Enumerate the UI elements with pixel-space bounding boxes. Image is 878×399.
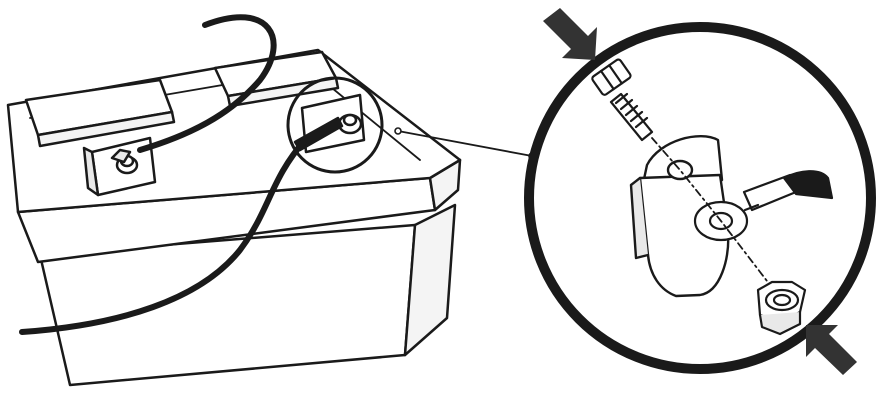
- bracket-hole: [668, 161, 692, 179]
- leader-dot-start: [395, 128, 401, 134]
- arrow-down-right-icon: [543, 8, 597, 60]
- arrow-up-left-icon: [806, 325, 857, 375]
- battery: [8, 50, 460, 385]
- nut: [758, 282, 805, 334]
